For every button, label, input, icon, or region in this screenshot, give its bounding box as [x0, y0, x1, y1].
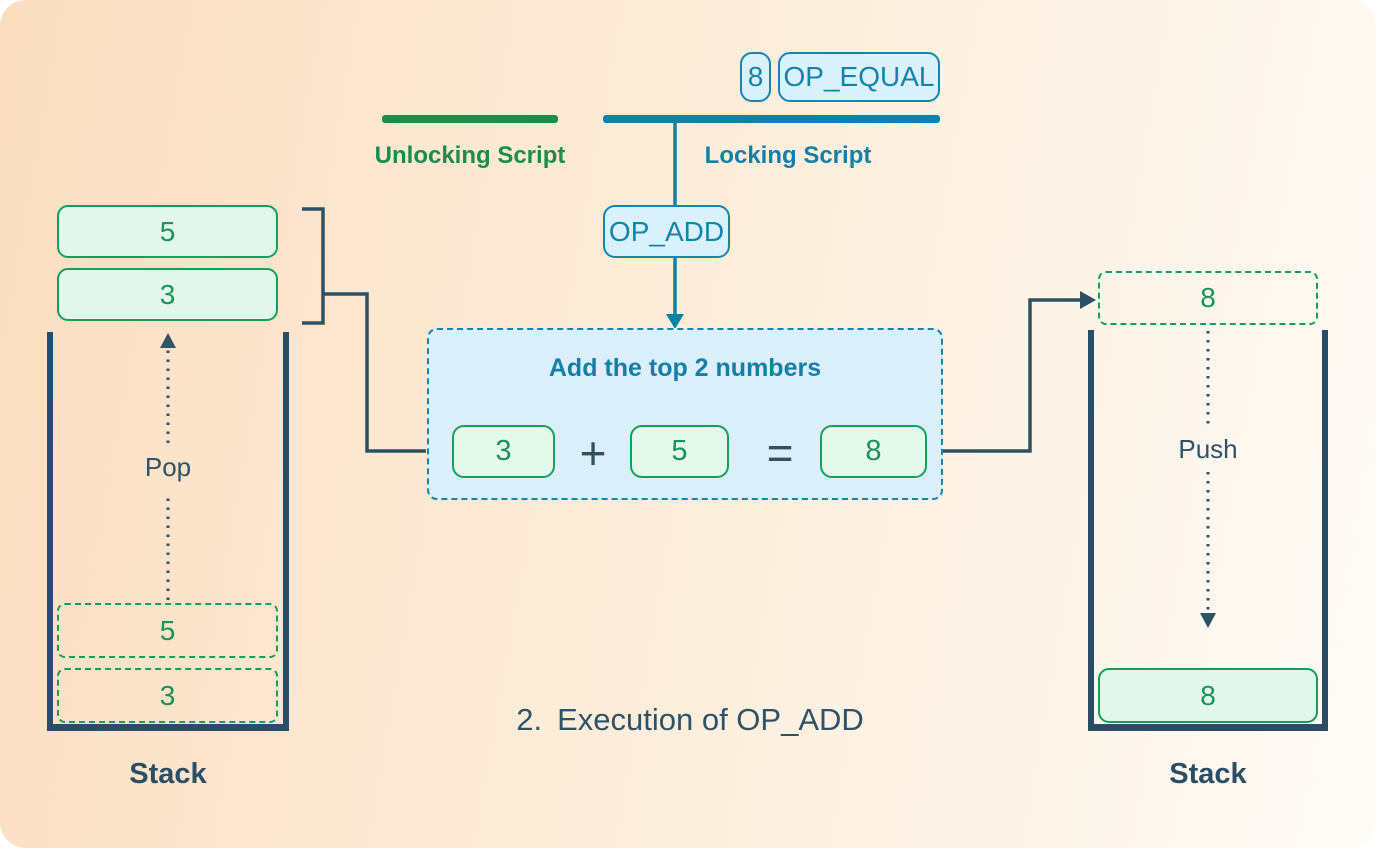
- left-stack-container: [47, 332, 289, 731]
- locking-script-label: Locking Script: [704, 142, 872, 169]
- incoming-item-8: 8: [1098, 271, 1318, 325]
- result-box-8: 8: [820, 425, 927, 478]
- pop-label: Pop: [144, 452, 192, 482]
- left-stack-caption: Stack: [129, 758, 207, 790]
- right-connector-arrow: [943, 291, 1096, 453]
- right-stack-container: [1088, 330, 1328, 731]
- equals-operator: =: [766, 426, 794, 479]
- op-add-box: OP_ADD: [603, 205, 730, 258]
- figure-caption: 2. Execution of OP_ADD: [440, 702, 940, 738]
- figure-caption-number: 2.: [516, 702, 543, 737]
- right-stack-caption: Stack: [1169, 758, 1247, 790]
- operation-title: Add the top 2 numbers: [548, 354, 822, 382]
- unlocking-script-bar: [382, 115, 558, 123]
- script-token-8: 8: [740, 52, 771, 102]
- ghost-item-3: 3: [57, 668, 278, 723]
- locking-script-bar: [603, 115, 940, 123]
- ghost-item-5: 5: [57, 603, 278, 658]
- push-label: Push: [1178, 434, 1238, 464]
- left-connector-line: [323, 292, 426, 453]
- pop-arrowhead: [160, 333, 176, 348]
- figure-caption-text: Execution of OP_ADD: [557, 702, 864, 737]
- pushed-item-8: 8: [1098, 668, 1318, 723]
- operand-box-3: 3: [452, 425, 555, 478]
- script-token-op-equal: OP_EQUAL: [778, 52, 940, 102]
- plus-operator: +: [579, 426, 607, 479]
- pop-bracket: [302, 207, 325, 325]
- unlocking-script-label: Unlocking Script: [374, 142, 566, 169]
- push-arrowhead: [1200, 613, 1216, 628]
- popped-item-3: 3: [57, 268, 278, 321]
- operand-box-5: 5: [630, 425, 729, 478]
- operation-box: Add the top 2 numbers 3 + 5 = 8: [427, 328, 943, 500]
- popped-item-5: 5: [57, 205, 278, 258]
